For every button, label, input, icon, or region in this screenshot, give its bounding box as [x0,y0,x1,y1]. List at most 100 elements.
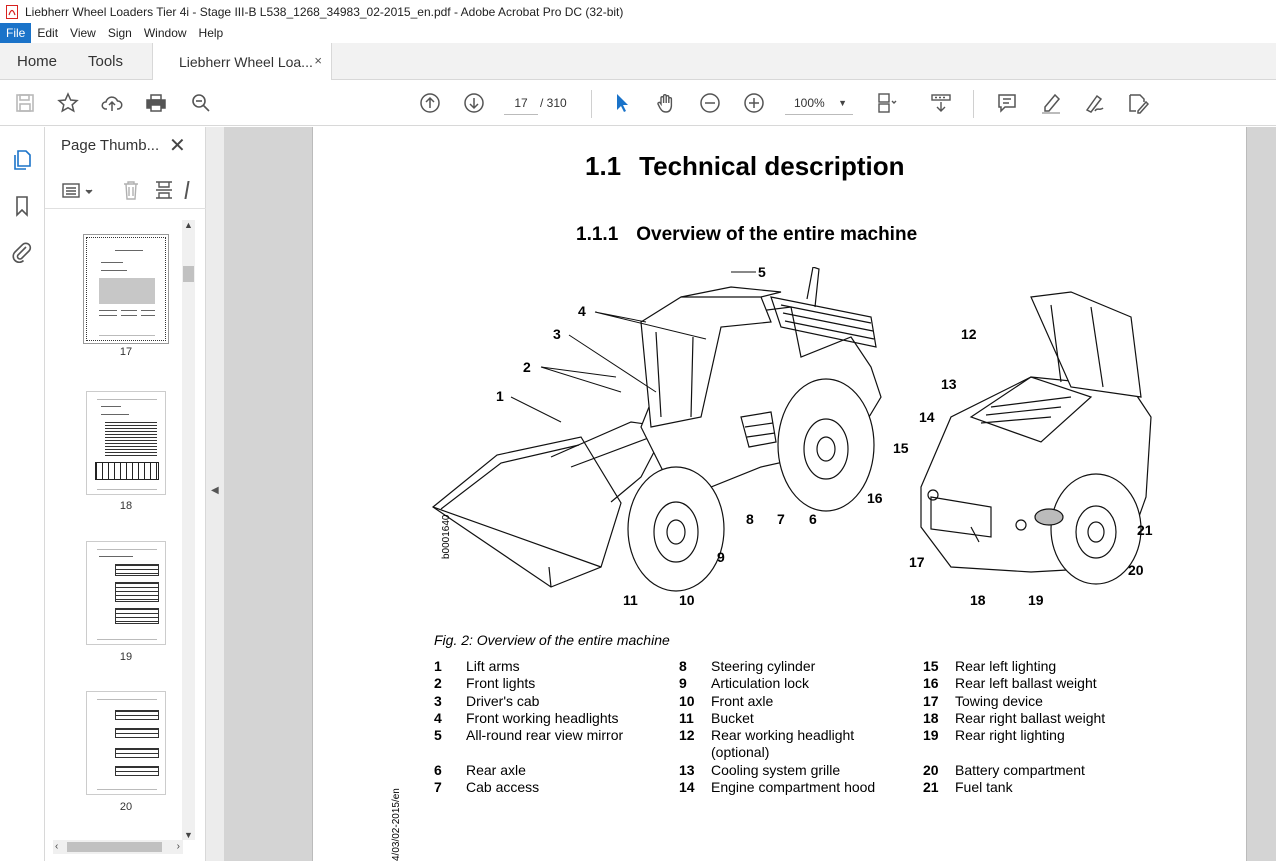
callout-label: 2 [523,359,531,375]
replace-icon[interactable] [153,179,175,201]
star-icon[interactable] [55,90,81,116]
chevron-down-icon[interactable]: ▼ [184,830,193,840]
collapse-arrow-icon[interactable]: ◀ [211,485,219,496]
zoom-select[interactable]: 100% ▼ [785,91,853,115]
scroll-mode-icon[interactable] [928,90,954,116]
window-title: Liebherr Wheel Loaders Tier 4i - Stage I… [25,4,624,19]
page-number-input[interactable]: 17 [504,91,538,115]
zoom-in-icon[interactable] [741,90,767,116]
scrollbar-thumb[interactable] [183,266,194,282]
callout-label: 9 [717,549,725,565]
callout-label: 17 [909,554,925,570]
comment-icon[interactable] [994,90,1020,116]
trash-icon[interactable] [121,179,141,201]
print-icon[interactable] [143,90,169,116]
menu-view[interactable]: View [70,26,96,40]
menu-file[interactable]: File [0,23,32,43]
tab-bar: Home Tools Liebherr Wheel Loa... × [0,43,1276,81]
callout-label: 13 [941,376,957,392]
thumbnail-scrollbar[interactable]: ▲ ▼ [182,220,195,840]
window-titlebar: Liebherr Wheel Loaders Tier 4i - Stage I… [0,0,1276,23]
callout-label: 15 [893,440,909,456]
callout-label: 10 [679,592,695,608]
rear-machine-drawing [920,291,1152,585]
figure-code: b0001640 [441,514,452,560]
fit-page-icon[interactable] [873,90,899,116]
save-icon[interactable] [12,90,38,116]
tab-document[interactable]: Liebherr Wheel Loa... × [152,43,332,81]
select-cursor-icon[interactable] [609,90,635,116]
tab-home[interactable]: Home [17,53,58,70]
menu-help[interactable]: Help [198,26,224,40]
pages-icon[interactable] [10,148,34,172]
callout-label: 3 [553,326,561,342]
callout-label: 12 [961,326,977,342]
page-up-icon[interactable] [417,90,443,116]
thumbnail-page-number: 19 [119,651,133,663]
edit-icon[interactable] [1125,90,1151,116]
main-toolbar [0,80,1276,126]
figure-caption: Fig. 2: Overview of the entire machine [434,632,670,648]
callout-label: 8 [746,511,754,527]
toolbar-divider [973,90,974,118]
menu-bar: File Edit View Sign Window Help [0,23,1276,43]
close-panel-icon[interactable]: ✕ [169,135,186,157]
thumbnail-page-number: 18 [119,500,133,512]
tab-document-label: Liebherr Wheel Loa... [179,54,313,70]
callout-label: 4 [578,303,586,319]
page-total: / 310 [540,96,567,110]
thumbnail-list: 17 18 19 20 [45,220,195,835]
toolbar-divider [591,90,592,118]
hand-icon[interactable] [653,90,679,116]
zoom-value: 100% [794,96,825,110]
thumbnail-page[interactable] [83,234,169,344]
menu-edit[interactable]: Edit [37,26,59,40]
panel-title: Page Thumb... [61,137,160,154]
thumbnail-page[interactable] [86,541,166,645]
upload-icon[interactable] [99,90,125,116]
left-rail [0,127,45,861]
thumbnail-page[interactable] [86,391,166,495]
attachment-icon[interactable] [10,240,34,264]
callout-label: 18 [970,592,986,608]
options-icon[interactable] [61,181,95,201]
menu-window[interactable]: Window [143,26,187,40]
chevron-right-icon[interactable]: › [176,841,180,852]
callout-label: 14 [919,409,935,425]
callout-label: 7 [777,511,785,527]
thumbnail-page[interactable] [86,691,166,795]
panel-toolbar [45,175,206,209]
machine-overview-figure: 1 2 3 4 5 6 7 8 9 10 11 12 13 14 15 16 1… [431,267,1153,608]
chevron-up-icon[interactable]: ▲ [184,220,193,230]
pdf-icon [6,4,18,19]
callout-label: 11 [623,592,638,608]
thumbnail-page-number: 17 [119,346,133,358]
front-machine-drawing [431,267,882,592]
chevron-left-icon[interactable]: ‹ [55,841,59,852]
panel-collapse-handle[interactable]: ◀ [206,127,224,861]
footer-code: 4/03/02-2015/en [391,788,402,861]
bookmark-icon[interactable] [10,194,34,218]
callout-label: 19 [1028,592,1044,608]
scrollbar-thumb[interactable] [67,842,162,852]
callout-label: 20 [1128,562,1144,578]
callout-label: 6 [809,511,817,527]
more-tools-icon[interactable] [184,181,194,199]
thumbnail-hscrollbar[interactable]: ‹ › [53,840,183,854]
callout-label: 16 [867,490,883,506]
zoom-search-icon[interactable] [188,90,214,116]
close-tab-icon[interactable]: × [314,53,322,68]
thumbnail-page-number: 20 [119,801,133,813]
tab-tools[interactable]: Tools [88,53,124,70]
page-down-icon[interactable] [461,90,487,116]
sign-icon[interactable] [1081,90,1107,116]
highlight-icon[interactable] [1038,90,1064,116]
callout-label: 5 [758,267,766,280]
zoom-out-icon[interactable] [697,90,723,116]
menu-sign[interactable]: Sign [107,26,132,40]
thumbnail-panel: Page Thumb... ✕ 17 [45,127,206,861]
